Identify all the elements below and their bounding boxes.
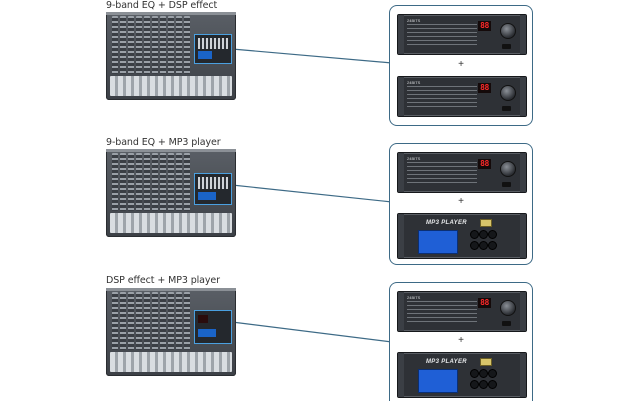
plus-sign: +	[458, 59, 464, 70]
usb-port-icon	[480, 219, 492, 227]
mp3-lcd	[418, 230, 458, 254]
mixer-module-eq-dsp	[194, 34, 232, 64]
config-frame-1: 24BITS 88 + 24BITS 88	[389, 5, 533, 126]
dsp-button[interactable]	[502, 321, 511, 326]
mp3-title: MP3 PLAYER	[426, 220, 467, 226]
mixer-module-eq-mp3	[194, 173, 232, 205]
dsp-panel-1a: 24BITS 88	[397, 14, 527, 55]
row-label-3: DSP effect + MP3 player	[106, 275, 220, 286]
dsp-knob[interactable]	[500, 85, 516, 101]
dsp-panel-2: 24BITS 88	[397, 152, 527, 193]
dsp-button[interactable]	[502, 182, 511, 187]
mp3-keypad[interactable]	[470, 230, 497, 252]
connector-line-1	[231, 48, 393, 64]
plus-sign: +	[458, 335, 464, 346]
dsp-display: 88	[478, 298, 491, 308]
mixer-2	[106, 149, 236, 237]
row-label-1: 9-band EQ + DSP effect	[106, 0, 218, 11]
mixer-1	[106, 12, 236, 100]
dsp-panel-3: 24BITS 88	[397, 291, 527, 332]
connector-line-3	[231, 321, 393, 343]
mp3-lcd	[418, 369, 458, 393]
mp3-panel-2: MP3 PLAYER	[397, 213, 527, 259]
config-frame-2: 24BITS 88 + MP3 PLAYER	[389, 143, 533, 265]
connector-line-2	[231, 184, 393, 203]
dsp-knob[interactable]	[500, 300, 516, 316]
plus-sign: +	[458, 196, 464, 207]
dsp-button[interactable]	[502, 106, 511, 111]
mixer-3	[106, 288, 236, 376]
dsp-knob[interactable]	[500, 23, 516, 39]
config-frame-3: 24BITS 88 + MP3 PLAYER	[389, 282, 533, 401]
mp3-keypad[interactable]	[470, 369, 497, 391]
row-label-2: 9-band EQ + MP3 player	[106, 137, 221, 148]
mp3-panel-3: MP3 PLAYER	[397, 352, 527, 398]
dsp-knob[interactable]	[500, 161, 516, 177]
mp3-title: MP3 PLAYER	[426, 359, 467, 365]
dsp-display: 88	[478, 83, 491, 93]
dsp-display: 88	[478, 159, 491, 169]
mixer-module-dsp-mp3	[194, 310, 232, 344]
usb-port-icon	[480, 358, 492, 366]
dsp-button[interactable]	[502, 44, 511, 49]
dsp-display: 88	[478, 21, 491, 31]
dsp-panel-1b: 24BITS 88	[397, 76, 527, 117]
